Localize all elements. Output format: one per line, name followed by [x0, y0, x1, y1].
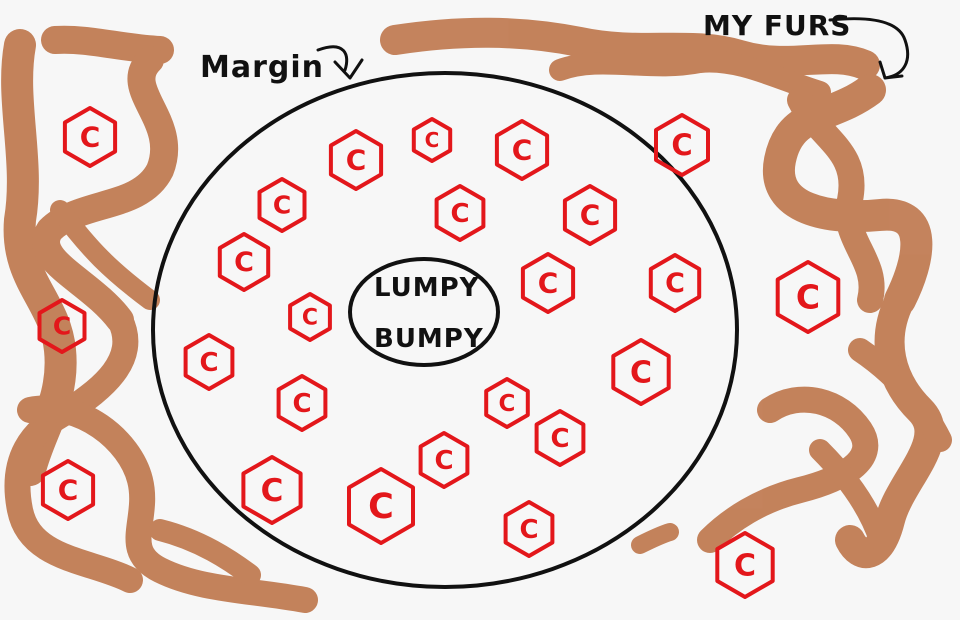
furs-arrow-icon	[828, 17, 910, 80]
fur-stroke-small	[631, 523, 679, 554]
fur-stroke-top	[380, 17, 880, 80]
hexagon-outline	[241, 455, 303, 525]
hexagon-outline	[654, 113, 710, 177]
hexagon-c-icon: C	[520, 252, 576, 314]
hexagon-outline	[503, 500, 555, 558]
hexagon-letter: C	[550, 424, 569, 454]
hexagon-letter: C	[80, 121, 101, 154]
margin-arrow-icon	[316, 45, 364, 80]
hexagon-c-icon: C	[241, 455, 303, 525]
hexagon-c-icon: C	[562, 184, 618, 246]
hexagon-c-icon: C	[276, 374, 328, 432]
hexagon-letter: C	[519, 515, 538, 545]
lumpy-bumpy-ellipse	[348, 257, 500, 367]
hexagon-c-icon: C	[494, 119, 550, 181]
fur-stroke-right-3	[787, 87, 885, 313]
hexagon-letter: C	[580, 199, 601, 232]
hexagon-outline	[347, 467, 415, 545]
hexagon-letter: C	[302, 306, 318, 331]
fur-stroke-left-3	[4, 307, 143, 593]
hexagon-c-icon: C	[217, 232, 271, 292]
hexagon-letter: C	[450, 199, 469, 229]
hexagon-c-icon: C	[328, 129, 384, 191]
hexagon-letter: C	[538, 267, 559, 300]
fur-stroke-right-4	[697, 386, 879, 553]
hexagon-outline	[418, 431, 470, 489]
fur-stroke-right-2	[835, 285, 945, 568]
hexagon-outline	[494, 119, 550, 181]
hexagon-c-icon: C	[534, 409, 586, 467]
hexagon-outline	[484, 377, 530, 429]
margin-circle	[151, 71, 739, 589]
hexagon-outline	[611, 338, 671, 406]
center-label-line2: BUMPY	[374, 324, 484, 354]
furs-label: MY FURS	[703, 9, 851, 42]
hexagon-c-icon: C	[257, 177, 307, 233]
hexagon-c-icon: C	[37, 298, 87, 354]
hexagon-outline	[328, 129, 384, 191]
hexagon-outline	[257, 177, 307, 233]
hexagon-outline	[648, 253, 702, 313]
fur-stroke-right-6	[809, 439, 891, 551]
fur-strokes	[1, 17, 952, 613]
hexagon-letter: C	[671, 128, 692, 162]
hexagon-letter: C	[425, 128, 440, 152]
hexagon-outline	[37, 298, 87, 354]
hexagon-letter: C	[58, 474, 79, 507]
hexagon-letter: C	[261, 473, 284, 509]
fur-stroke-left-5	[149, 519, 261, 586]
hexagon-outline	[434, 184, 486, 242]
hexagon-outline	[183, 333, 235, 391]
hexagon-letter: C	[234, 247, 254, 278]
hexagon-c-icon: C	[40, 459, 96, 521]
fur-stroke-left-2	[32, 46, 179, 334]
hexagon-letter: C	[292, 389, 311, 419]
hexagon-outline	[217, 232, 271, 292]
hexagon-letter: C	[368, 487, 394, 527]
fur-stroke-right-5	[848, 338, 952, 452]
hexagon-letter: C	[346, 144, 367, 177]
hexagon-outline	[534, 409, 586, 467]
hexagon-c-icon: C	[347, 467, 415, 545]
hexagon-outline	[276, 374, 328, 432]
fur-stroke-left-4	[17, 395, 318, 613]
hexagon-outline	[715, 531, 775, 599]
hexagon-c-icon: C	[418, 431, 470, 489]
hexagon-outline	[775, 260, 841, 334]
hexagon-letter: C	[53, 312, 71, 341]
hexagon-c-icon: C	[484, 377, 530, 429]
hexagon-outline	[40, 459, 96, 521]
fur-stroke-left-6	[50, 200, 160, 310]
hexagon-letter: C	[630, 356, 652, 391]
hexagon-c-icon: C	[611, 338, 671, 406]
hexagon-letter: C	[665, 268, 685, 299]
hexagon-outline	[62, 106, 118, 168]
hexagon-letter: C	[434, 446, 453, 476]
hexagon-c-icon: C	[411, 117, 453, 163]
hexagon-c-icon: C	[62, 106, 118, 168]
hexagon-group: C C C C C C C C C C C C C C C C C C C C C C C C C	[37, 106, 841, 599]
hexagon-letter: C	[512, 134, 533, 167]
hexagon-outline	[411, 117, 453, 163]
fur-stroke-top-2	[549, 50, 831, 103]
hexagon-letter: C	[273, 191, 291, 220]
hexagon-letter: C	[499, 391, 516, 417]
center-label-line1: LUMPY	[374, 273, 480, 303]
hexagon-c-icon: C	[288, 292, 332, 342]
hexagon-c-icon: C	[503, 500, 555, 558]
hexagon-c-icon: C	[654, 113, 710, 177]
hexagon-outline	[520, 252, 576, 314]
margin-label: Margin	[200, 50, 324, 85]
hexagon-c-icon: C	[715, 531, 775, 599]
hexagon-c-icon: C	[648, 253, 702, 313]
hexagon-outline	[562, 184, 618, 246]
hexagon-c-icon: C	[434, 184, 486, 242]
hexagon-outline	[288, 292, 332, 342]
hexagon-letter: C	[734, 549, 756, 584]
hexagon-c-icon: C	[775, 260, 841, 334]
hexagon-c-icon: C	[183, 333, 235, 391]
hexagon-letter: C	[199, 348, 218, 378]
hexagon-letter: C	[796, 278, 820, 317]
